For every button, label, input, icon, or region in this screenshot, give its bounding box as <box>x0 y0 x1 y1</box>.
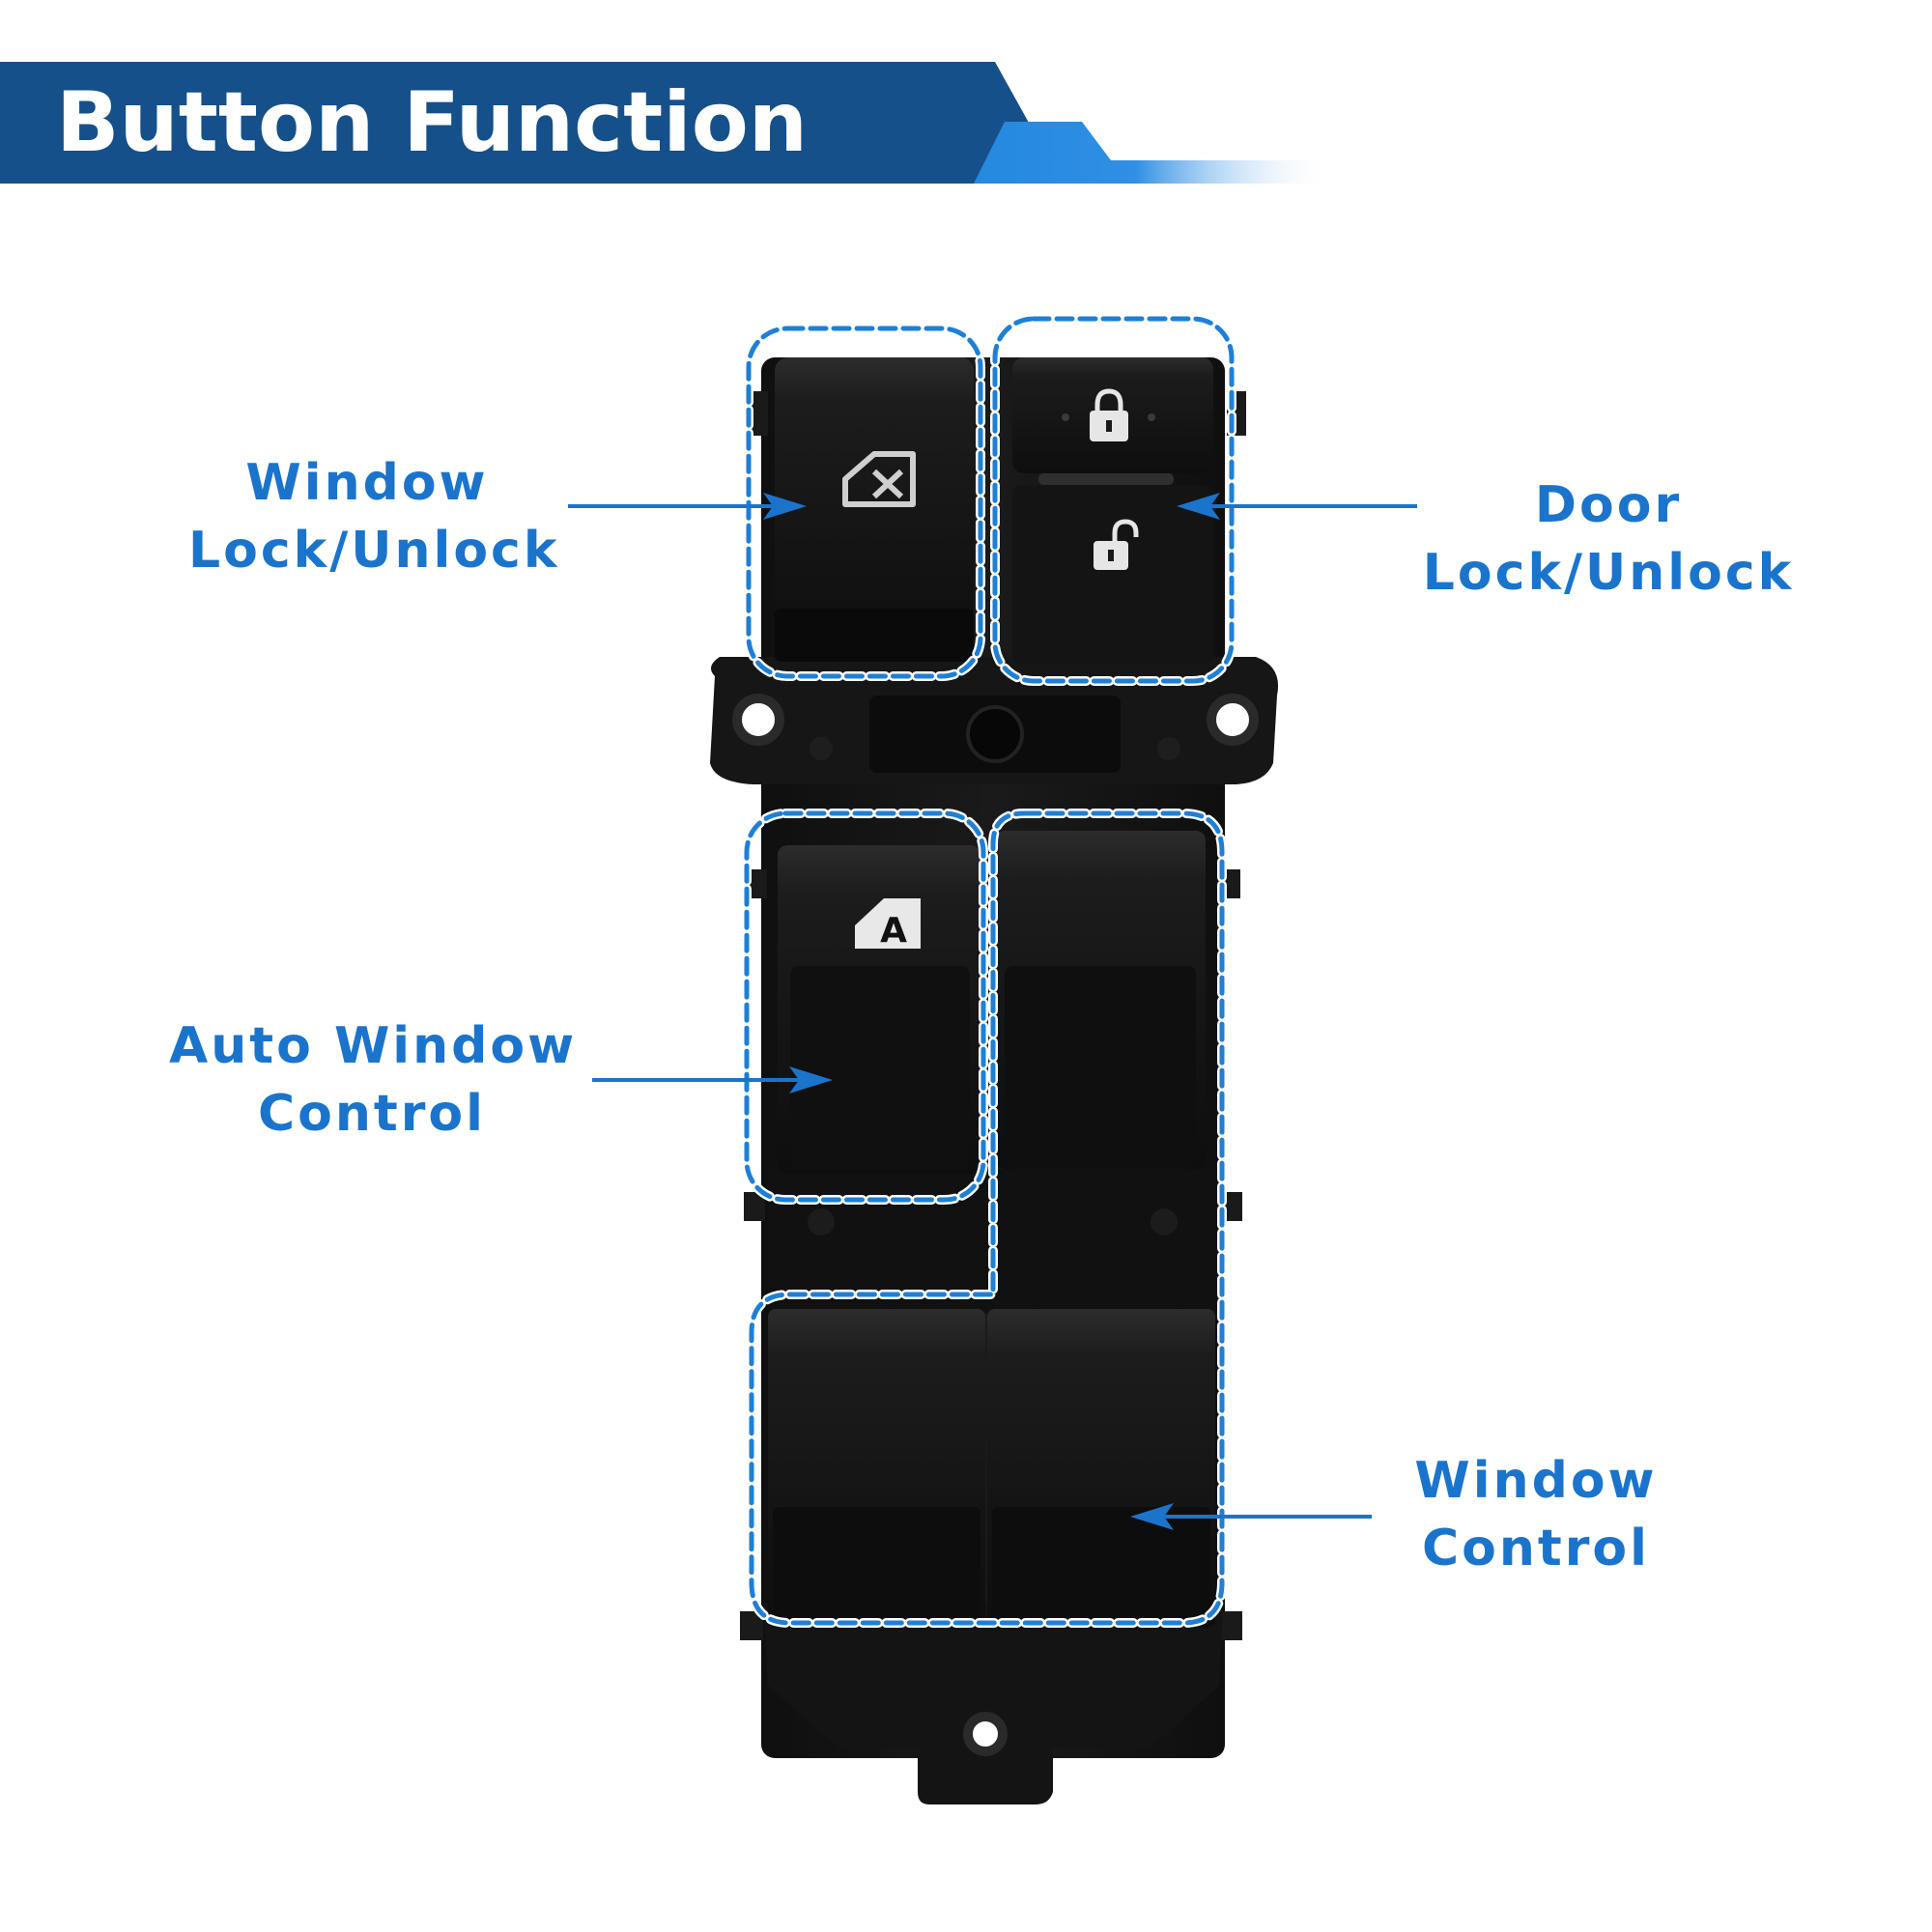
passenger-window-switch[interactable] <box>995 831 1206 1169</box>
passenger-window-cap-face <box>1005 966 1196 1169</box>
highlight-outlines <box>742 314 1236 1628</box>
window-lock-icon <box>842 451 916 507</box>
callout-arrows <box>568 493 1417 1530</box>
door-rocker-seam <box>1038 473 1174 485</box>
page-title: Button Function <box>56 74 809 171</box>
indicator-dot <box>1062 413 1069 421</box>
plate-screw <box>808 1208 835 1236</box>
auto-window-arrow <box>592 1066 833 1094</box>
auto-window-switch[interactable]: A <box>778 845 980 1174</box>
auto-window-callout: Auto Window Control <box>169 1012 575 1148</box>
window-lock-button[interactable] <box>775 357 974 662</box>
window-lock-label-line2: Lock/Unlock <box>188 522 560 580</box>
side-clip <box>744 1192 765 1221</box>
banner-accent-band <box>974 122 1333 184</box>
padlock-locked-icon <box>1090 388 1128 441</box>
door-lock-label-line2: Lock/Unlock <box>1422 544 1795 602</box>
door-lock-outline <box>992 316 1235 684</box>
window-control-outline <box>749 810 1225 1626</box>
window-lock-callout: Window Lock/Unlock <box>188 449 560 584</box>
rear-left-window-switch[interactable] <box>768 1309 985 1628</box>
bottom-mount-hole <box>963 1712 1008 1756</box>
window-control-label-line2: Control <box>1422 1520 1650 1577</box>
auto-window-icon: A <box>855 898 921 951</box>
window-lock-outline <box>746 326 983 679</box>
door-unlock-button[interactable] <box>1094 519 1139 570</box>
auto-window-glyph: A <box>880 911 907 951</box>
door-lock-rocker <box>1012 357 1213 664</box>
window-lock-arrow <box>568 493 807 520</box>
flange-screw-left <box>810 737 833 760</box>
door-lock-callout: Door Lock/Unlock <box>1420 471 1797 607</box>
lower-base <box>763 1604 1223 1804</box>
side-clip <box>750 869 767 898</box>
upper-right-mount-hole <box>1207 694 1259 746</box>
side-clip <box>1223 869 1240 898</box>
auto-window-cap-face <box>790 966 970 1169</box>
window-control-label-line1: Window <box>1414 1452 1658 1510</box>
rear-left-cap-face <box>773 1507 980 1623</box>
header-banner <box>0 62 1333 184</box>
banner-dark-band <box>0 62 1063 184</box>
flange-screw-right <box>1157 737 1180 760</box>
rear-right-window-switch[interactable] <box>987 1309 1215 1628</box>
door-lock-label-line1: Door <box>1534 476 1683 534</box>
window-lock-cap <box>775 357 974 662</box>
window-control-arrow <box>1130 1503 1372 1530</box>
rear-right-cap-face <box>992 1507 1210 1623</box>
door-unlock-cap <box>1012 485 1213 664</box>
auto-window-label-line2: Control <box>258 1085 486 1143</box>
window-switch-unit: A <box>710 357 1279 1804</box>
indicator-dot <box>1148 413 1155 421</box>
door-lock-button[interactable] <box>1062 388 1155 441</box>
plate-screw <box>1151 1208 1178 1236</box>
auto-window-label-line1: Auto Window <box>169 1017 578 1075</box>
upper-left-mount-hole <box>732 694 784 746</box>
side-clip <box>1219 1611 1242 1640</box>
window-control-callout: Window Control <box>1401 1447 1671 1582</box>
flange-peg <box>966 705 1024 763</box>
auto-window-outline <box>744 810 986 1203</box>
padlock-unlocked-icon <box>1094 519 1139 570</box>
window-lock-cap-lip <box>775 609 974 662</box>
door-lock-arrow <box>1177 493 1417 520</box>
window-lock-label-line1: Window <box>245 454 489 512</box>
